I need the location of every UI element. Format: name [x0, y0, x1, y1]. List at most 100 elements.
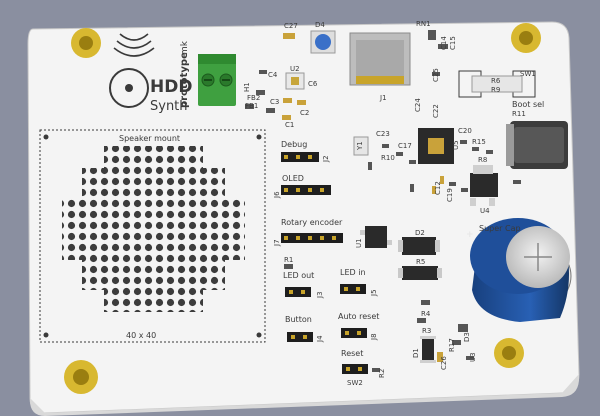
mounting-hole-bottom-left	[64, 360, 98, 394]
ref-c17: C17	[398, 142, 412, 150]
ref-r6: R6	[491, 77, 501, 85]
header-led-in[interactable]	[340, 284, 366, 294]
ref-r17: R17	[448, 338, 456, 352]
label-super-cap: Super Cap	[479, 224, 521, 233]
label-led-in: LED in	[340, 268, 366, 277]
ref-c19: C19	[446, 188, 454, 202]
ref-r2: R2	[378, 369, 386, 378]
speaker-size-label: 40 x 40	[126, 331, 156, 340]
boot-select-switch-sw1[interactable]	[458, 70, 536, 98]
header-led-out[interactable]	[285, 287, 311, 297]
ref-u5: U5	[452, 140, 460, 150]
header-auto-reset[interactable]	[341, 328, 367, 338]
ref-fb1: FB1	[245, 102, 258, 110]
ref-c14: C14	[440, 36, 448, 50]
ref-r1: R1	[284, 256, 293, 264]
label-button: Button	[285, 315, 312, 324]
ref-c23: C23	[376, 130, 390, 138]
ref-c22: C22	[432, 104, 440, 118]
ref-r4: R4	[421, 310, 431, 318]
ref-j5: J5	[370, 289, 378, 297]
ref-r5: R5	[416, 258, 425, 266]
mounting-hole-top-right	[511, 23, 541, 53]
speaker-mount: Speaker mount 40 x 40	[39, 129, 266, 343]
crystal-y1	[353, 136, 369, 156]
ref-u1: U1	[355, 238, 363, 248]
ref-j3: J3	[316, 291, 324, 299]
ref-j4: J4	[316, 335, 324, 343]
hdd-synth-logo: HDD Synth prototype mk	[109, 33, 192, 114]
mosfet-u1	[360, 226, 392, 248]
ref-c4: C4	[268, 71, 278, 79]
ref-u4: U4	[480, 207, 490, 215]
header-debug[interactable]	[281, 152, 319, 162]
logo-brand-text: prototype	[179, 52, 190, 108]
diode-d2	[398, 237, 440, 255]
scattered-smd	[368, 140, 521, 194]
label-auto-reset: Auto reset	[338, 312, 379, 321]
header-oled[interactable]	[281, 185, 331, 195]
ref-fb2: FB2	[247, 94, 260, 102]
ref-u3: U3	[469, 352, 477, 362]
ic-u2	[285, 72, 305, 90]
super-capacitor: +	[466, 218, 572, 322]
header-rotary-encoder[interactable]	[281, 233, 343, 243]
ref-h1: H1	[243, 82, 251, 92]
mounting-hole-top-left	[71, 28, 101, 58]
ref-sw1: SW1	[520, 70, 536, 78]
ref-c24: C24	[414, 98, 422, 112]
logo-synth-text: Synth	[150, 99, 188, 114]
usb-c-connector[interactable]	[506, 121, 568, 169]
logo-hdd-text: HDD	[150, 77, 192, 97]
ref-c1: C1	[285, 121, 294, 129]
voltage-regulator-u4	[470, 165, 498, 206]
label-boot-sel: Boot sel	[512, 100, 544, 109]
ref-c20: C20	[458, 127, 472, 135]
mounting-hole-bottom-right	[494, 338, 524, 368]
sound-waves-icon	[113, 33, 155, 57]
label-rotary-encoder: Rotary encoder	[281, 218, 343, 227]
speaker-grill	[62, 146, 245, 312]
ref-c27: C27	[284, 22, 298, 30]
ref-y1: Y1	[356, 141, 364, 151]
ref-j2: J2	[322, 155, 330, 163]
label-reset: Reset	[341, 349, 363, 358]
ref-r9: R9	[491, 86, 500, 94]
ref-d4: D4	[315, 21, 325, 29]
mcu-qfn	[418, 128, 454, 164]
ref-r8: R8	[478, 156, 487, 164]
ref-r10: R10	[381, 154, 395, 162]
ref-sw2: SW2	[347, 379, 363, 387]
plus-icon: +	[466, 230, 474, 240]
ref-d2: D2	[415, 229, 425, 237]
ref-j1: J1	[379, 94, 387, 102]
ref-j8: J8	[370, 333, 378, 341]
label-led-out: LED out	[283, 271, 314, 280]
sd-card-slot-j1	[349, 32, 411, 86]
ref-r3: R3	[422, 327, 431, 335]
ref-c6: C6	[308, 80, 318, 88]
header-button[interactable]	[287, 332, 313, 342]
tactile-button-d4[interactable]	[310, 30, 336, 54]
ref-c3: C3	[270, 98, 279, 106]
ref-c2: C2	[300, 109, 309, 117]
ref-r15: R15	[472, 138, 486, 146]
header-reset[interactable]	[342, 364, 368, 374]
passives-lower	[284, 264, 474, 372]
ref-j7: J7	[273, 239, 281, 247]
ref-r11: R11	[512, 110, 526, 118]
resistor-r5	[398, 266, 442, 280]
pcb-board	[27, 21, 580, 416]
ref-c12: C12	[434, 181, 442, 195]
ref-d3: D3	[463, 332, 471, 342]
ref-j6: J6	[273, 191, 281, 199]
speaker-mount-label: Speaker mount	[119, 134, 180, 143]
ref-d1: D1	[412, 348, 420, 358]
ref-c25: C25	[432, 68, 440, 82]
silkscreen-labels: Debug OLED Rotary encoder LED out LED in…	[243, 20, 544, 387]
ref-rn1: RN1	[416, 20, 431, 28]
ref-u2: U2	[290, 65, 300, 73]
label-oled: OLED	[282, 174, 304, 183]
ref-c15: C15	[449, 36, 457, 50]
